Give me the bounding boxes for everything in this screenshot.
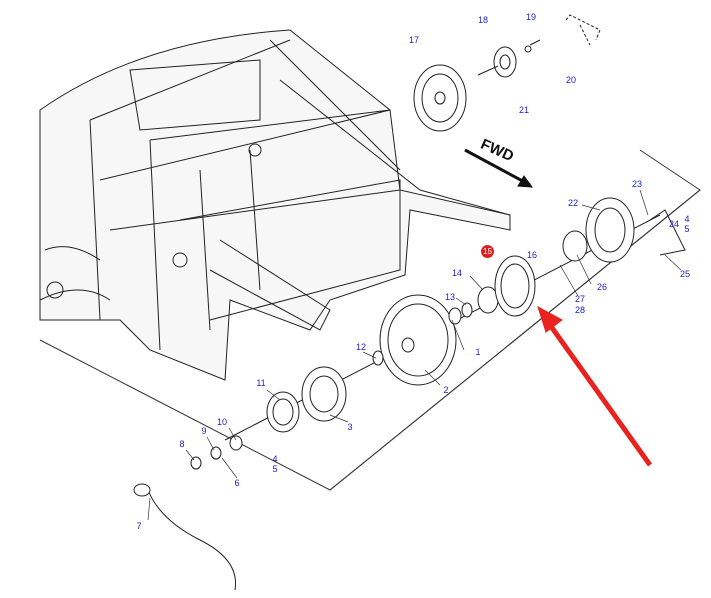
- baler-frame: [39, 29, 511, 381]
- callout-13[interactable]: 13: [444, 292, 456, 302]
- callout-20[interactable]: 20: [565, 75, 577, 85]
- callout-18[interactable]: 18: [477, 15, 489, 25]
- callout-5-upper[interactable]: 5: [684, 224, 690, 234]
- callout-6[interactable]: 6: [234, 478, 240, 488]
- callout-26[interactable]: 26: [596, 282, 608, 292]
- callout-28[interactable]: 28: [574, 305, 586, 315]
- callout-10[interactable]: 10: [216, 417, 228, 427]
- callout-4-upper[interactable]: 4: [684, 214, 690, 224]
- callout-22[interactable]: 22: [567, 198, 579, 208]
- callout-27[interactable]: 27: [574, 294, 586, 304]
- callout-5-lower[interactable]: 5: [272, 464, 278, 474]
- highlighted-part-15[interactable]: 15: [481, 245, 494, 258]
- leader-lines: [147, 189, 682, 521]
- callout-16[interactable]: 16: [526, 250, 538, 260]
- callout-23[interactable]: 23: [631, 179, 643, 189]
- callout-14[interactable]: 14: [451, 268, 463, 278]
- callout-9[interactable]: 9: [201, 426, 207, 436]
- callout-19[interactable]: 19: [525, 12, 537, 22]
- callout-11[interactable]: 11: [256, 378, 266, 388]
- upper-pulley-assembly: [413, 14, 601, 132]
- callout-17[interactable]: 17: [408, 35, 420, 45]
- fwd-arrow-icon: [464, 148, 531, 187]
- callout-25[interactable]: 25: [679, 269, 691, 279]
- callout-24[interactable]: 24: [668, 219, 680, 229]
- callout-1[interactable]: 1: [475, 347, 481, 357]
- callout-7[interactable]: 7: [136, 521, 142, 531]
- cable: [147, 489, 237, 591]
- callout-8[interactable]: 8: [179, 439, 185, 449]
- highlight-arrow: [547, 323, 653, 467]
- callout-21[interactable]: 21: [518, 105, 530, 115]
- callout-2[interactable]: 2: [443, 385, 449, 395]
- lower-parts: [190, 197, 635, 470]
- callout-12[interactable]: 12: [355, 342, 367, 352]
- callout-4-lower[interactable]: 4: [272, 454, 278, 464]
- callout-3[interactable]: 3: [347, 422, 353, 432]
